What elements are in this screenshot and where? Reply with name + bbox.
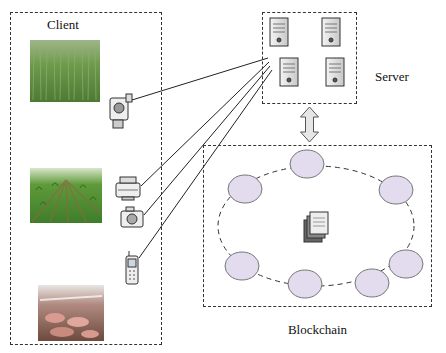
camera-icon (121, 207, 143, 227)
blockchain-group: Blockchain (203, 145, 432, 307)
client-group: Client (10, 12, 162, 345)
server-group: Server (262, 12, 357, 104)
device-link (132, 58, 272, 258)
server-icon (270, 18, 344, 86)
double-arrow (301, 107, 319, 142)
wheat-photo (30, 40, 100, 102)
chain-ring (218, 166, 414, 286)
node-label: Blockchain (204, 322, 431, 338)
scanner-icon (116, 177, 140, 200)
pig-photo (38, 285, 104, 341)
node-label: Server (375, 69, 446, 85)
chain-peer (225, 150, 423, 298)
node-label: Client (11, 17, 161, 33)
ledger-icon (304, 212, 328, 242)
camcorder-icon (110, 94, 132, 128)
corn-photo (30, 168, 102, 223)
phone-icon (126, 251, 138, 284)
